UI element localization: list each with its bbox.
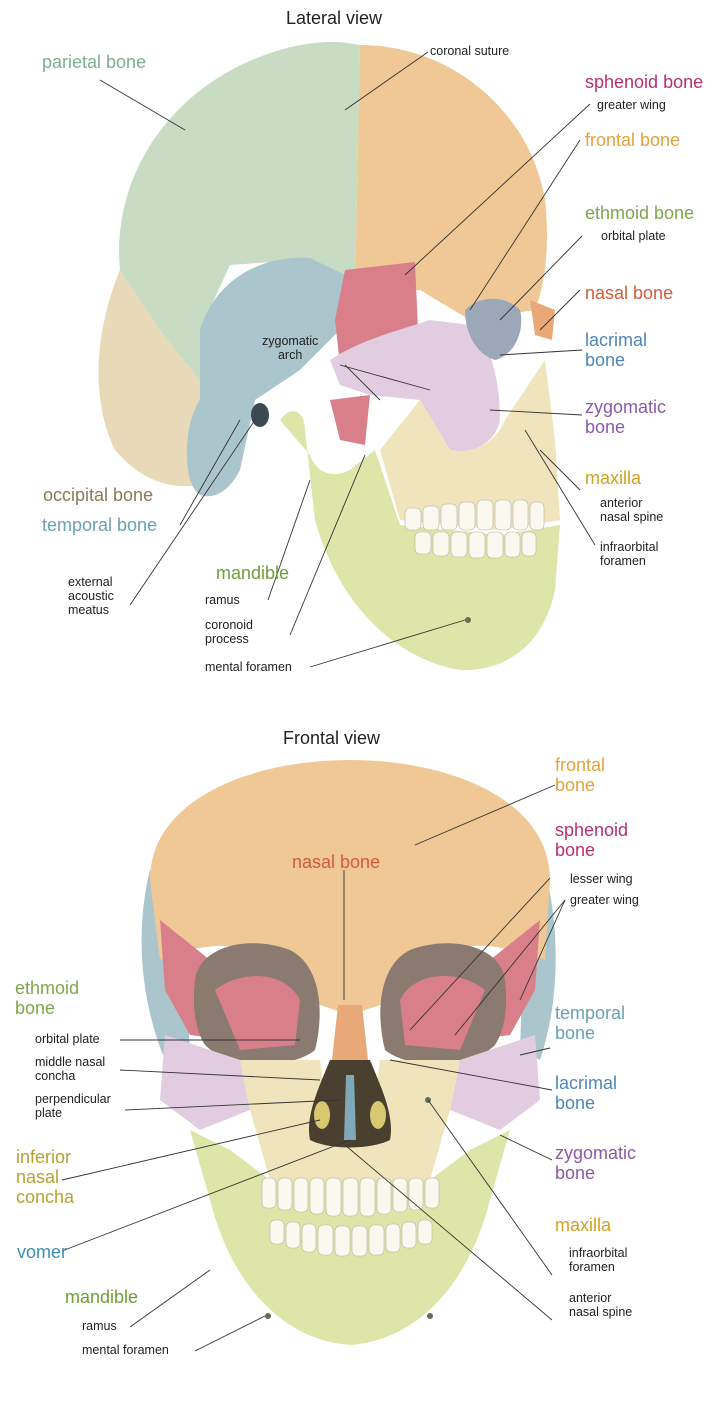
label-sphenoid-greater-wing: greater wing — [597, 98, 666, 112]
frontal-label-frontal-line2: bone — [555, 775, 595, 795]
label-infra-line2: foramen — [600, 554, 646, 568]
frontal-label-ethmoid-line2: bone — [15, 998, 55, 1018]
frontal-label-frontal-line1: frontal — [555, 755, 605, 775]
lateral-teeth — [405, 500, 544, 558]
frontal-label-mandible: mandible — [65, 1287, 138, 1307]
label-frontal-bone: frontal bone — [585, 130, 680, 150]
label-lacrimal-line2: bone — [585, 350, 625, 370]
frontal-skull — [142, 760, 556, 1345]
frontal-label-vomer: vomer — [17, 1242, 67, 1262]
frontal-label-lacrimal-line1: lacrimal — [555, 1073, 617, 1093]
frontal-label-infra-line1: infraorbital — [569, 1246, 627, 1260]
frontal-label-maxilla: maxilla — [555, 1215, 611, 1235]
label-coronoid-line1: coronoid — [205, 618, 253, 632]
frontal-label-ramus: ramus — [82, 1319, 117, 1333]
frontal-nasal-bone — [332, 1005, 368, 1060]
frontal-label-ethmoid-line1: ethmoid — [15, 978, 79, 998]
lateral-nasal-bone — [530, 300, 555, 340]
frontal-label-mnc-line1: middle nasal — [35, 1055, 105, 1069]
label-nasal-bone: nasal bone — [585, 283, 673, 303]
frontal-label-temporal-line2: bone — [555, 1023, 595, 1043]
label-ethmoid-orbital-plate: orbital plate — [601, 229, 666, 243]
frontal-label-infra-line2: foramen — [569, 1260, 615, 1274]
frontal-label-zygomatic-line1: zygomatic — [555, 1143, 636, 1163]
frontal-label-inc-line3: concha — [16, 1187, 74, 1207]
label-mental-foramen: mental foramen — [205, 660, 292, 674]
label-mandible: mandible — [216, 563, 289, 583]
label-coronoid-line2: process — [205, 632, 249, 646]
label-zygomatic-arch-line2: arch — [278, 348, 302, 362]
frontal-label-mental-foramen: mental foramen — [82, 1343, 169, 1357]
frontal-label-temporal-line1: temporal — [555, 1003, 625, 1023]
label-coronal-suture: coronal suture — [430, 44, 509, 58]
frontal-label-ans-line2: nasal spine — [569, 1305, 632, 1319]
label-ethmoid-bone: ethmoid bone — [585, 203, 694, 223]
frontal-mental-foramen-right — [427, 1313, 433, 1319]
frontal-label-inc-line1: inferior — [16, 1147, 71, 1167]
frontal-label-lesser-wing: lesser wing — [570, 872, 633, 886]
label-eam-line1: external — [68, 575, 112, 589]
frontal-label-zygomatic-line2: bone — [555, 1163, 595, 1183]
frontal-label-orbital-plate: orbital plate — [35, 1032, 100, 1046]
frontal-label-lacrimal-bone: lacrimalbone — [555, 1073, 617, 1113]
frontal-inferior-concha-right — [370, 1101, 386, 1129]
label-zygomatic-line2: bone — [585, 417, 625, 437]
label-maxilla: maxilla — [585, 468, 641, 488]
frontal-label-inc-line2: nasal — [16, 1167, 59, 1187]
label-zygomatic-line1: zygomatic — [585, 397, 666, 417]
label-ans-line1: anterior — [600, 496, 642, 510]
label-temporal-bone: temporal bone — [42, 515, 157, 535]
label-eam-line3: meatus — [68, 603, 109, 617]
frontal-label-sphenoid-line2: bone — [555, 840, 595, 860]
label-ramus: ramus — [205, 593, 240, 607]
frontal-label-lacrimal-line2: bone — [555, 1093, 595, 1113]
lateral-view-title: Lateral view — [286, 8, 382, 28]
frontal-mental-foramen-left — [265, 1313, 271, 1319]
frontal-label-perp-line1: perpendicular — [35, 1092, 111, 1106]
frontal-vomer — [344, 1075, 356, 1140]
frontal-label-sphenoid-line1: sphenoid — [555, 820, 628, 840]
label-occipital-bone: occipital bone — [43, 485, 153, 505]
label-ans-line2: nasal spine — [600, 510, 663, 524]
label-eam-line2: acoustic — [68, 589, 114, 603]
frontal-label-ans-line1: anterior — [569, 1291, 611, 1305]
lateral-mental-foramen — [465, 617, 471, 623]
frontal-view-title: Frontal view — [283, 728, 380, 748]
label-sphenoid-bone: sphenoid bone — [585, 72, 703, 92]
frontal-inferior-concha-left — [314, 1101, 330, 1129]
label-zygomatic-arch-line1: zygomatic — [262, 334, 318, 348]
lateral-external-acoustic-meatus — [251, 403, 269, 427]
label-infra-line1: infraorbital — [600, 540, 658, 554]
frontal-label-perp-line2: plate — [35, 1106, 62, 1120]
frontal-label-mnc-line2: concha — [35, 1069, 75, 1083]
label-lacrimal-line1: lacrimal — [585, 330, 647, 350]
frontal-label-nasal-bone: nasal bone — [292, 852, 380, 872]
label-parietal-bone: parietal bone — [42, 52, 146, 72]
lateral-skull — [99, 42, 560, 670]
frontal-label-greater-wing: greater wing — [570, 893, 639, 907]
